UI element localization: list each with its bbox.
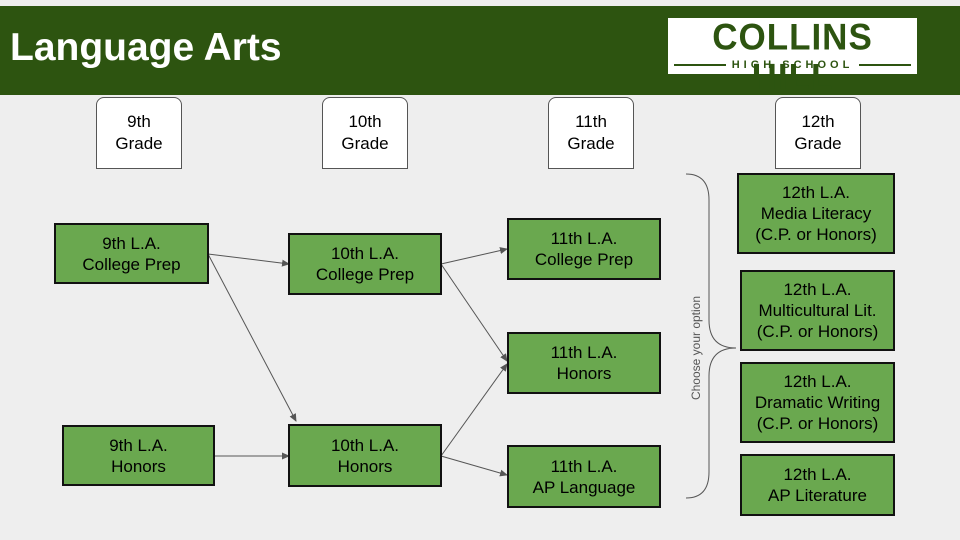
course-10-college-prep: 10th L.A. College Prep bbox=[288, 233, 442, 295]
grade-header-11: 11th Grade bbox=[548, 97, 634, 169]
arrow-10cp-11hon bbox=[440, 263, 508, 362]
course-label: Media Literacy bbox=[760, 204, 872, 223]
grade-header-9: 9th Grade bbox=[96, 97, 182, 169]
course-label: 9th L.A. bbox=[109, 435, 168, 455]
page-title: Language Arts bbox=[10, 26, 282, 69]
choose-option-label: Choose your option bbox=[689, 295, 703, 401]
course-label: 12th L.A. bbox=[781, 183, 851, 202]
course-11-college-prep: 11th L.A. College Prep bbox=[507, 218, 661, 280]
arrow-10hon-11hon bbox=[440, 363, 508, 457]
course-label: (C.P. or Honors) bbox=[756, 414, 879, 433]
arrow-10cp-11cp bbox=[440, 247, 508, 265]
course-label: 12th L.A. bbox=[783, 465, 852, 484]
arrow-9cp-10cp bbox=[207, 253, 290, 267]
grade-header-line: Grade bbox=[115, 134, 163, 153]
course-label: (C.P. or Honors) bbox=[755, 225, 877, 244]
course-10-honors: 10th L.A. Honors bbox=[288, 424, 442, 487]
logo-line-right bbox=[859, 63, 911, 66]
course-label: College Prep bbox=[315, 265, 415, 284]
grade-header-line: Grade bbox=[567, 134, 615, 153]
course-label: 11th L.A. bbox=[550, 456, 618, 476]
logo-line-left bbox=[674, 63, 726, 66]
course-label: Honors bbox=[556, 364, 612, 383]
grade-header-line: 12th bbox=[801, 112, 835, 131]
school-logo: COLLINS HILL HIGH SCHOOL bbox=[668, 18, 917, 97]
course-label: Dramatic Writing bbox=[754, 393, 881, 412]
course-label: 11th L.A. bbox=[550, 229, 618, 248]
course-12-dramatic-writing: 12th L.A. Dramatic Writing (C.P. or Hono… bbox=[740, 362, 895, 443]
grade-header-line: 11th bbox=[575, 112, 607, 131]
course-label: AP Language bbox=[532, 477, 636, 497]
arrow-9cp-10hon bbox=[207, 253, 297, 422]
logo-main-text: COLLINS HILL bbox=[712, 17, 873, 98]
arrow-10hon-11ap bbox=[440, 455, 508, 477]
course-label: Honors bbox=[337, 456, 393, 476]
course-9-college-prep: 9th L.A. College Prep bbox=[54, 223, 209, 284]
course-12-ap-literature: 12th L.A. AP Literature bbox=[740, 454, 895, 516]
course-label: 11th L.A. bbox=[550, 343, 618, 362]
grade-header-12: 12th Grade bbox=[775, 97, 861, 169]
course-12-multicultural-lit: 12th L.A. Multicultural Lit. (C.P. or Ho… bbox=[740, 270, 895, 351]
course-label: College Prep bbox=[82, 254, 181, 274]
course-label: AP Literature bbox=[768, 486, 867, 505]
course-label: 10th L.A. bbox=[330, 435, 400, 455]
logo-sub-text: HIGH SCHOOL bbox=[731, 58, 854, 71]
course-label: (C.P. or Honors) bbox=[756, 322, 879, 341]
logo-sub: HIGH SCHOOL bbox=[674, 58, 911, 71]
course-11-ap-language: 11th L.A. AP Language bbox=[507, 445, 661, 508]
grade-header-line: 9th bbox=[127, 112, 151, 131]
course-9-honors: 9th L.A. Honors bbox=[62, 425, 215, 486]
course-label: 12th L.A. bbox=[783, 280, 852, 299]
grade-header-line: Grade bbox=[794, 134, 842, 153]
course-label: Honors bbox=[111, 456, 166, 476]
course-label: 12th L.A. bbox=[783, 372, 852, 391]
grade-header-line: 10th bbox=[348, 112, 382, 131]
course-label: Multicultural Lit. bbox=[758, 301, 877, 320]
course-12-media-literacy: 12th L.A. Media Literacy (C.P. or Honors… bbox=[737, 173, 895, 254]
course-label: 10th L.A. bbox=[330, 244, 400, 263]
grade-header-10: 10th Grade bbox=[322, 97, 408, 169]
grade-header-line: Grade bbox=[341, 134, 389, 153]
course-11-honors: 11th L.A. Honors bbox=[507, 332, 661, 394]
course-label: 9th L.A. bbox=[102, 233, 161, 253]
course-label: College Prep bbox=[534, 250, 634, 269]
option-brace bbox=[685, 173, 737, 499]
